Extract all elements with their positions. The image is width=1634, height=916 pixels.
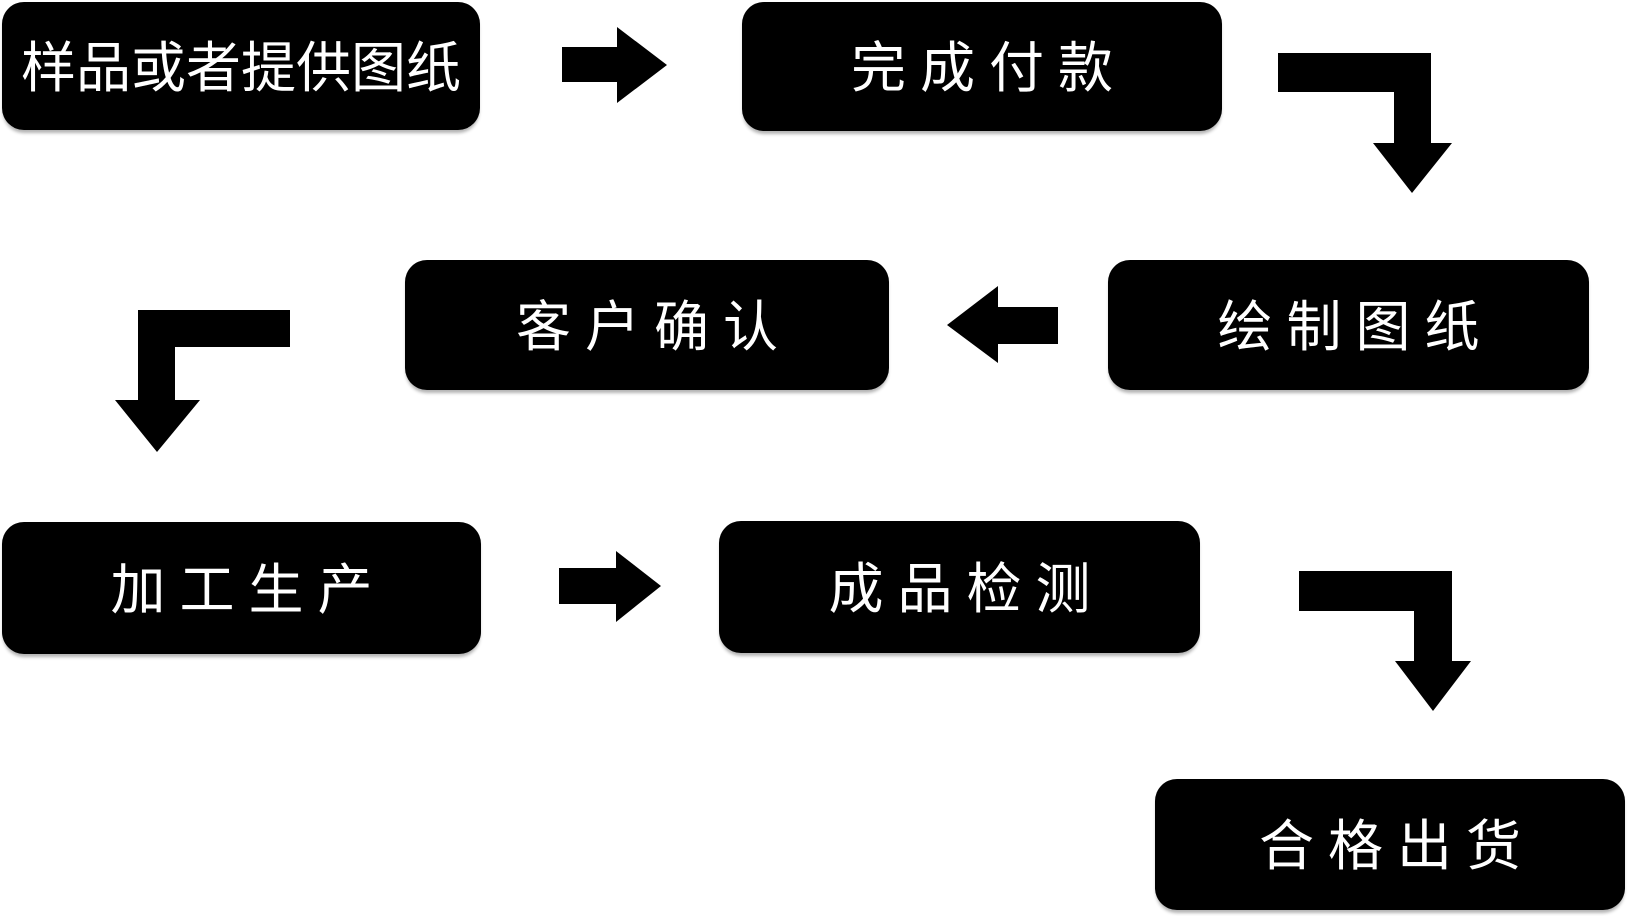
flow-node-label: 合格出货	[1258, 815, 1535, 877]
flow-node-customer-confirm: 客户确认	[405, 260, 889, 390]
flow-node-label: 完成付款	[850, 37, 1127, 99]
flow-node-product-inspect: 成品检测	[719, 521, 1200, 653]
flow-node-qualified-ship: 合格出货	[1155, 779, 1625, 910]
elbow-down-arrow-icon-inspect-to-ship	[1299, 571, 1471, 711]
elbow-down-arrow-icon-confirm-to-processing	[115, 310, 290, 452]
left-arrow-icon-drawing-to-confirm	[947, 286, 1058, 363]
flow-node-label: 绘制图纸	[1217, 295, 1494, 358]
elbow-down-arrow-icon-payment-to-drawing	[1278, 53, 1452, 193]
flow-node-processing: 加工生产	[2, 522, 481, 654]
flow-node-label: 客户确认	[515, 295, 792, 358]
flow-node-draw-drawings: 绘制图纸	[1108, 260, 1589, 390]
right-arrow-icon-sample-to-payment	[562, 27, 667, 103]
right-arrow-icon-processing-to-inspect	[559, 551, 661, 622]
flow-node-label: 成品检测	[828, 557, 1105, 620]
flow-node-label: 加工生产	[110, 558, 387, 621]
flow-node-sample-or-drawing: 样品或者提供图纸	[2, 2, 480, 130]
flow-node-label: 样品或者提供图纸	[20, 36, 461, 99]
flow-node-complete-payment: 完成付款	[742, 2, 1222, 131]
